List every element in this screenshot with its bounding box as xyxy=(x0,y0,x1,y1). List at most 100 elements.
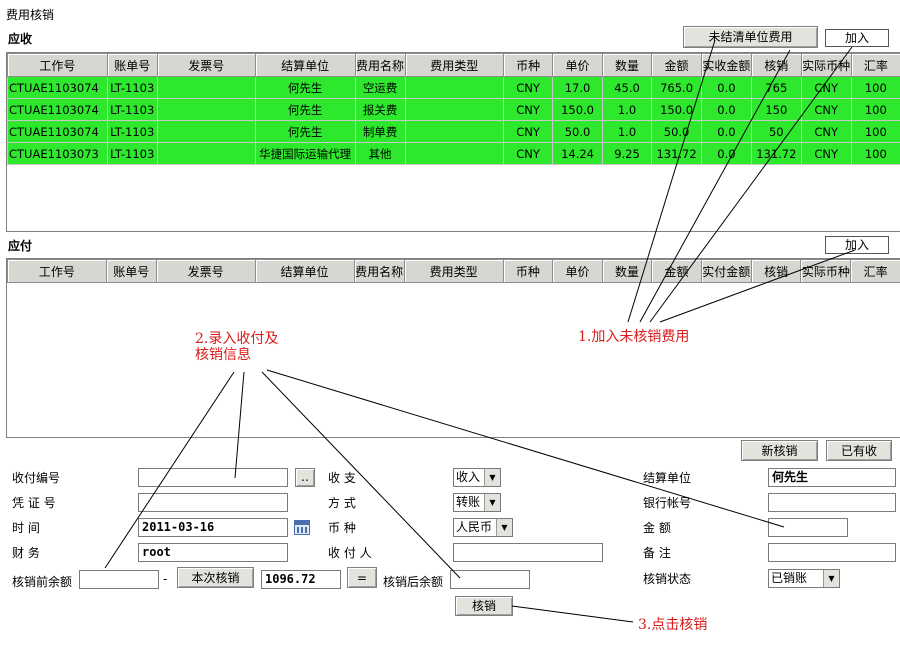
pay-col-header[interactable]: 账单号 xyxy=(105,259,157,283)
table-cell: 45.0 xyxy=(601,76,653,99)
finance-input[interactable]: root xyxy=(138,543,288,562)
annotation-line xyxy=(649,46,853,323)
pay-col-header[interactable]: 费用类型 xyxy=(403,259,504,283)
pay-col-header[interactable]: 汇率 xyxy=(850,259,900,283)
table-cell: 17.0 xyxy=(552,76,603,99)
recv-col-header[interactable]: 结算单位 xyxy=(254,53,356,77)
new-writeoff-button[interactable]: 新核销 xyxy=(741,440,818,461)
this-writeoff-input[interactable]: 1096.72 xyxy=(261,570,341,589)
payable-label: 应付 xyxy=(8,239,33,253)
currency-label: 币 种 xyxy=(328,521,356,535)
table-cell: 何先生 xyxy=(254,98,356,121)
recv-col-header[interactable]: 单价 xyxy=(552,53,603,77)
table-cell: 何先生 xyxy=(254,120,356,143)
settle-unit-input[interactable]: 何先生 xyxy=(768,468,896,487)
table-cell: 1.0 xyxy=(601,120,653,143)
receivable-add-button[interactable]: 加入 xyxy=(825,29,889,47)
chevron-down-icon: ▼ xyxy=(484,469,500,486)
table-cell: 150.0 xyxy=(651,98,702,121)
before-balance-input[interactable] xyxy=(79,570,159,589)
table-cell: LT-1103 xyxy=(106,98,158,121)
payer-input[interactable] xyxy=(453,543,603,562)
table-cell: CNY xyxy=(502,98,554,121)
payable-add-button[interactable]: 加入 xyxy=(825,236,889,254)
amount-input[interactable] xyxy=(768,518,848,537)
pay-col-header[interactable]: 单价 xyxy=(552,259,603,283)
annotation-enter-info-line1: 2.录入收付及 xyxy=(195,331,279,347)
status-select[interactable]: 已销账 ▼ xyxy=(768,569,840,588)
method-select-value: 转账 xyxy=(456,495,481,509)
recv-col-header[interactable]: 实际币种 xyxy=(800,53,852,77)
settle-unit-label: 结算单位 xyxy=(643,471,692,485)
calendar-icon[interactable] xyxy=(294,520,310,535)
table-cell: 0.0 xyxy=(700,98,752,121)
recv-col-header[interactable]: 费用名称 xyxy=(354,53,406,77)
remark-input[interactable] xyxy=(768,543,896,562)
table-cell: LT-1103 xyxy=(106,120,158,143)
recv-col-header[interactable]: 汇率 xyxy=(850,53,900,77)
recv-col-header[interactable]: 费用类型 xyxy=(404,53,504,77)
currency-select-value: 人民币 xyxy=(456,520,493,534)
pay-col-header[interactable]: 发票号 xyxy=(155,259,256,283)
payment-no-browse-button[interactable]: .. xyxy=(295,468,315,487)
table-cell: 14.24 xyxy=(552,142,603,165)
table-cell: 50.0 xyxy=(651,120,702,143)
annotation-line xyxy=(104,371,235,569)
recv-col-header[interactable]: 金额 xyxy=(651,53,702,77)
pay-col-header[interactable]: 实付金额 xyxy=(700,259,752,283)
currency-select[interactable]: 人民币 ▼ xyxy=(453,518,513,537)
table-cell: LT-1103 xyxy=(106,142,158,165)
annotation-add-unsettled: 1.加入未核销费用 xyxy=(578,329,690,345)
recv-col-header[interactable]: 发票号 xyxy=(156,53,256,77)
existing-payments-button[interactable]: 已有收 xyxy=(826,440,892,461)
unsettled-fees-button[interactable]: 未结清单位费用 xyxy=(683,26,818,48)
annotation-line xyxy=(234,371,245,479)
inout-label: 收 支 xyxy=(328,471,356,485)
after-balance-input[interactable] xyxy=(450,570,530,589)
before-balance-label: 核销前余额 xyxy=(12,575,73,589)
pay-col-header[interactable]: 币种 xyxy=(502,259,554,283)
amount-label: 金 额 xyxy=(643,521,671,535)
writeoff-button[interactable]: 核销 xyxy=(455,596,513,616)
table-cell: CNY xyxy=(502,76,554,99)
inout-select-value: 收入 xyxy=(456,470,481,484)
payment-no-input[interactable] xyxy=(138,468,288,487)
recv-col-header[interactable]: 数量 xyxy=(601,53,653,77)
table-cell: 制单费 xyxy=(354,120,406,143)
pay-col-header[interactable]: 工作号 xyxy=(7,259,107,283)
equals-button[interactable]: = xyxy=(347,567,377,588)
time-input[interactable]: 2011-03-16 xyxy=(138,518,288,537)
table-cell: CNY xyxy=(502,142,554,165)
recv-col-header[interactable]: 币种 xyxy=(502,53,554,77)
this-writeoff-button[interactable]: 本次核销 xyxy=(177,567,254,588)
voucher-input[interactable] xyxy=(138,493,288,512)
payable-table: 工作号账单号发票号结算单位费用名称费用类型币种单价数量金额实付金额核销实际币种汇… xyxy=(7,259,900,283)
table-cell: 华捷国际运输代理 xyxy=(254,142,356,165)
status-label: 核销状态 xyxy=(643,572,692,586)
recv-col-header[interactable]: 实收金额 xyxy=(700,53,752,77)
method-select[interactable]: 转账 ▼ xyxy=(453,493,501,512)
table-cell: 131.72 xyxy=(651,142,702,165)
chevron-down-icon: ▼ xyxy=(496,519,512,536)
recv-col-header[interactable]: 工作号 xyxy=(7,53,108,77)
table-cell: CNY xyxy=(800,98,852,121)
pay-col-header[interactable]: 费用名称 xyxy=(353,259,405,283)
pay-col-header[interactable]: 结算单位 xyxy=(254,259,355,283)
recv-col-header[interactable]: 账单号 xyxy=(106,53,158,77)
bank-input[interactable] xyxy=(768,493,896,512)
table-cell: 131.72 xyxy=(750,142,802,165)
annotation-line xyxy=(639,49,791,323)
pay-col-header[interactable]: 金额 xyxy=(651,259,702,283)
table-cell: 其他 xyxy=(354,142,406,165)
table-cell xyxy=(156,76,256,99)
table-cell xyxy=(156,120,256,143)
table-cell xyxy=(404,98,504,121)
table-cell: 150.0 xyxy=(552,98,603,121)
payer-label: 收 付 人 xyxy=(328,546,372,560)
inout-select[interactable]: 收入 ▼ xyxy=(453,468,501,487)
